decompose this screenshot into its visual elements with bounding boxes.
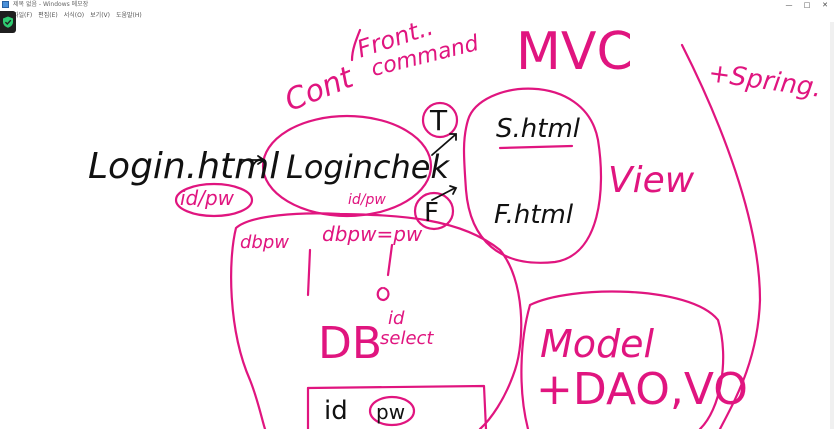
view-label: View xyxy=(608,160,695,201)
s-html-label: S.html xyxy=(496,114,580,144)
loginchek-oval xyxy=(261,114,433,218)
pw-bottom-label: pw xyxy=(376,400,406,424)
shield-check-icon xyxy=(3,16,13,28)
minimize-button[interactable]: — xyxy=(785,1,793,9)
db-region xyxy=(230,212,523,429)
close-button[interactable]: ✕ xyxy=(822,1,828,9)
dbpw-eq-label: dbpw=pw xyxy=(322,222,423,246)
maximize-button[interactable]: □ xyxy=(803,1,811,9)
shield-overlay[interactable] xyxy=(0,11,16,33)
id-pw-small-label: id/pw xyxy=(348,192,386,208)
vertical-scrollbar[interactable] xyxy=(830,22,834,429)
db-label: DB xyxy=(318,318,383,369)
menu-bar: 파일(F) 편집(E) 서식(O) 보기(V) 도움말(H) xyxy=(0,10,834,22)
window-title: 제목 없음 - Windows 메모장 xyxy=(13,1,89,8)
menu-help[interactable]: 도움말(H) xyxy=(115,12,142,19)
menu-edit[interactable]: 편집(E) xyxy=(38,12,58,19)
mvc-label: MVC xyxy=(516,22,633,82)
window-controls: — □ ✕ xyxy=(780,0,834,10)
title-bar: 제목 없음 - Windows 메모장 — □ ✕ xyxy=(0,0,834,10)
model-label: Model xyxy=(540,322,655,366)
id-pw-label: id/pw xyxy=(180,186,235,210)
spring-arc xyxy=(680,43,762,429)
t-circle xyxy=(421,101,459,139)
menu-format[interactable]: 서식(O) xyxy=(63,12,85,19)
menu-view[interactable]: 보기(V) xyxy=(90,12,110,19)
f-circle xyxy=(413,191,455,231)
model-oval xyxy=(520,290,725,429)
id-select-2: select xyxy=(380,328,434,349)
id-select-1: id xyxy=(388,308,405,329)
notepad-icon xyxy=(2,1,9,8)
menu-file[interactable]: 파일(F) xyxy=(13,12,33,19)
dao-vo-label: +DAO,VO xyxy=(536,364,748,415)
login-html-label: Login.html xyxy=(88,146,280,187)
loginchek-label: Loginchek xyxy=(286,148,449,186)
ink-strokes xyxy=(174,28,762,429)
id-bottom-label: id xyxy=(324,396,348,426)
t-label: T xyxy=(430,104,448,137)
f-label: F xyxy=(424,198,439,228)
f-html-label: F.html xyxy=(494,200,574,230)
drawing-canvas[interactable]: Front.. command Cont MVC +Spring. Login.… xyxy=(0,13,834,429)
dbpw-left-label: dbpw xyxy=(240,232,289,253)
view-oval xyxy=(462,87,603,264)
